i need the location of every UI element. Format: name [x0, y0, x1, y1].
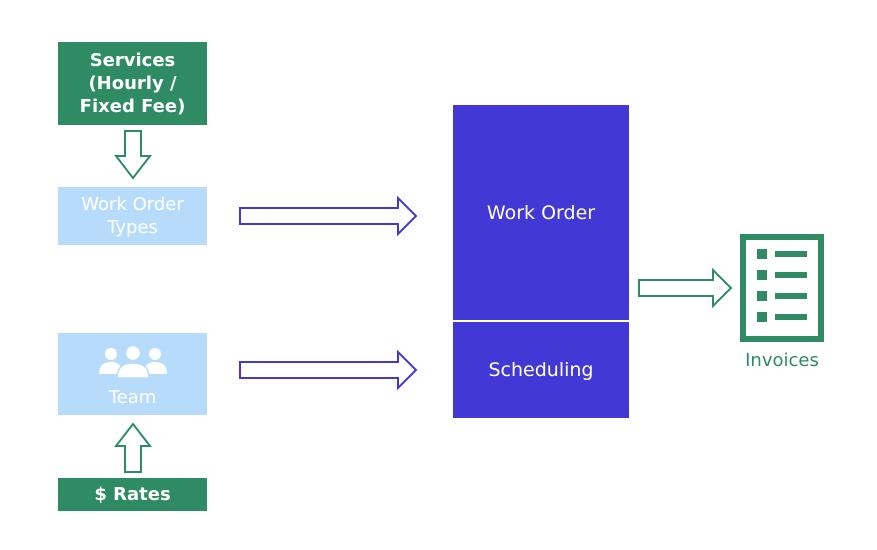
team-to-scheduling-arrow: [239, 349, 418, 391]
services-line-3: Fixed Fee): [79, 96, 186, 117]
work-order-types-box: Work Order Types: [58, 187, 207, 245]
scheduling-label: Scheduling: [488, 359, 594, 381]
work-order-box: Work Order: [453, 105, 629, 320]
team-box: Team: [58, 333, 207, 415]
team-label: Team: [108, 387, 157, 408]
services-line-2: (Hourly /: [88, 73, 177, 94]
work-order-types-line-1: Work Order: [81, 194, 184, 215]
invoices-group: Invoices: [726, 232, 838, 377]
team-icon: [97, 344, 169, 384]
work-order-types-line-2: Types: [107, 217, 158, 238]
services-line-1: Services: [89, 50, 176, 71]
work-order-label: Work Order: [486, 201, 596, 224]
invoices-label: Invoices: [745, 350, 819, 371]
invoice-list-icon: [740, 234, 824, 342]
services-box: Services (Hourly / Fixed Fee): [58, 42, 207, 125]
rates-box: $ Rates: [58, 478, 207, 511]
rates-to-team-arrow: [113, 422, 153, 473]
rates-label: $ Rates: [94, 484, 171, 505]
scheduling-box: Scheduling: [453, 322, 629, 418]
types-to-work-order-arrow: [239, 195, 418, 237]
services-to-types-arrow: [113, 130, 153, 180]
work-order-to-invoices-arrow: [638, 267, 733, 309]
